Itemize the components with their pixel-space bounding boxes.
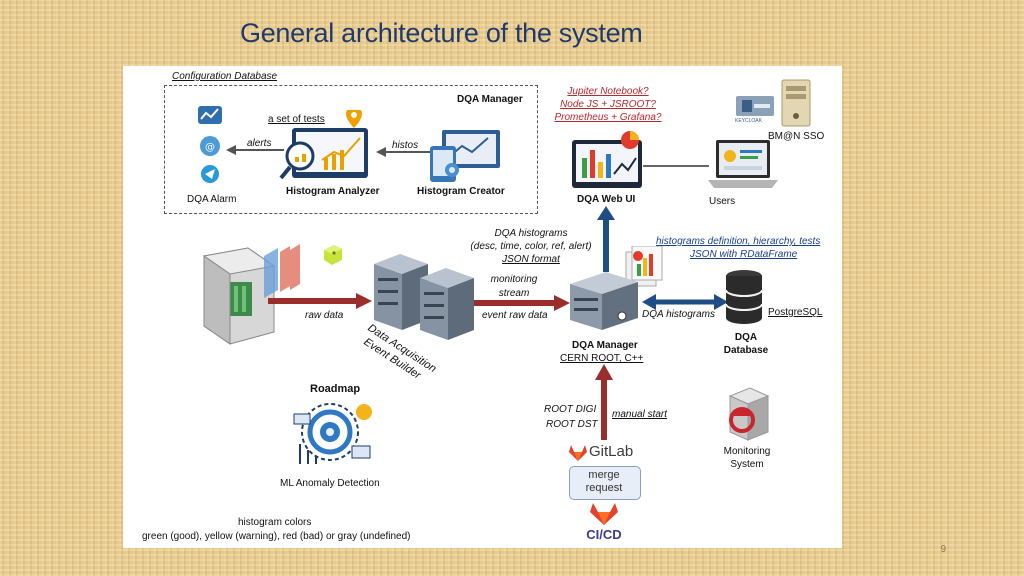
merge-request-line2: request [585,482,623,494]
data-cube-icon [324,245,342,265]
dqa-manager-label: DQA Manager [572,340,638,351]
dqa-manager-tech-label: CERN ROOT, C++ [560,353,644,364]
detector-planes-icon [264,244,300,298]
dqa-histograms-title: DQA histograms [494,228,568,239]
ml-anomaly-detection-icon [293,403,372,464]
cicd-label: CI/CD [586,527,622,542]
dqa-histograms-arrow-label: DQA histograms [642,309,715,320]
config-db-box [164,85,538,214]
manual-start-label: manual start [612,409,668,420]
manager-to-webui-arrow [597,206,615,272]
dqa-web-ui-label: DQA Web UI [577,194,636,205]
dqa-database-line1: DQA [734,332,758,343]
merge-request-box [569,466,641,500]
json-format-label: JSON format [502,254,560,265]
histogram-creator-label: Histogram Creator [417,186,505,197]
tests-label: a set of tests [268,114,325,125]
raw-data-label: raw data [305,310,344,321]
hist-definition-line2: JSON with RDataFrame [690,249,798,260]
gitlab-label: GitLab [589,443,634,460]
web-option-prometheus: Prometheus + Grafana? [554,112,662,123]
histos-label: histos [392,140,419,151]
histogram-creator-icon [430,130,500,182]
raw-data-arrow [268,293,372,309]
hist-definition-line1: histograms definition, hierarchy, tests [656,236,821,247]
web-option-jupyter: Jupiter Notebook? [567,86,649,97]
dqa-manager-server-icon [570,272,638,330]
merge-request-line1: merge [588,469,620,481]
gitlab-logo-icon [569,445,587,461]
histogram-colors-title: histogram colors [238,517,312,528]
ml-anomaly-detection-label: ML Anomaly Detection [280,478,380,489]
histogram-definitions-icon [625,246,663,287]
config-db-label: Configuration Database [172,71,278,82]
roadmap-title: Roadmap [310,383,361,395]
histogram-analyzer-icon [279,110,368,180]
svg-text:@: @ [205,142,215,153]
monitoring-system-icon [728,387,770,441]
dqa-database-line2: Database [723,345,769,356]
alerts-arrow [226,145,284,155]
monitoring-system-line1: Monitoring [723,446,771,457]
dqa-manager-box-label: DQA Manager [457,94,523,105]
monitoring-stream-arrow [474,295,570,311]
event-raw-data-label: event raw data [482,310,548,321]
page-title: General architecture of the system [240,18,643,48]
root-dst-label: ROOT DST [546,419,598,430]
monitoring-stream-line1: monitoring [490,274,538,285]
dqa-histograms-desc: (desc, time, color, ref, alert) [470,241,592,252]
monitoring-stream-line2: stream [498,288,530,299]
monitoring-system-line2: System [730,459,764,470]
histos-arrow [376,147,430,157]
page-number: 9 [940,544,946,555]
dqa-alarm-label: DQA Alarm [187,194,237,205]
database-icon [725,270,763,324]
histogram-colors-legend: green (good), yellow (warning), red (bad… [142,531,411,542]
dqa-web-ui-icon [572,131,642,188]
alarm-channels-icon: @ [198,106,222,183]
users-label: Users [709,196,736,207]
sso-server-icon [736,79,811,127]
users-web-line [643,165,709,167]
manager-database-arrow [642,294,728,310]
histogram-analyzer-label: Histogram Analyzer [286,186,380,197]
detector-icon [202,247,276,345]
daq-servers-icon [374,254,474,340]
gitlab-to-manager-arrow [595,364,613,440]
root-digi-label: ROOT DIGI [544,404,597,415]
users-laptop-icon [708,140,778,188]
postgresql-label: PostgreSQL [768,307,823,318]
sso-label: BM@N SSO [768,131,825,142]
alerts-label: alerts [247,138,272,149]
cicd-logo-icon [590,503,618,525]
web-option-node: Node JS + JSROOT? [560,99,656,110]
keycloak-label: KEYCLOAK [735,118,762,124]
